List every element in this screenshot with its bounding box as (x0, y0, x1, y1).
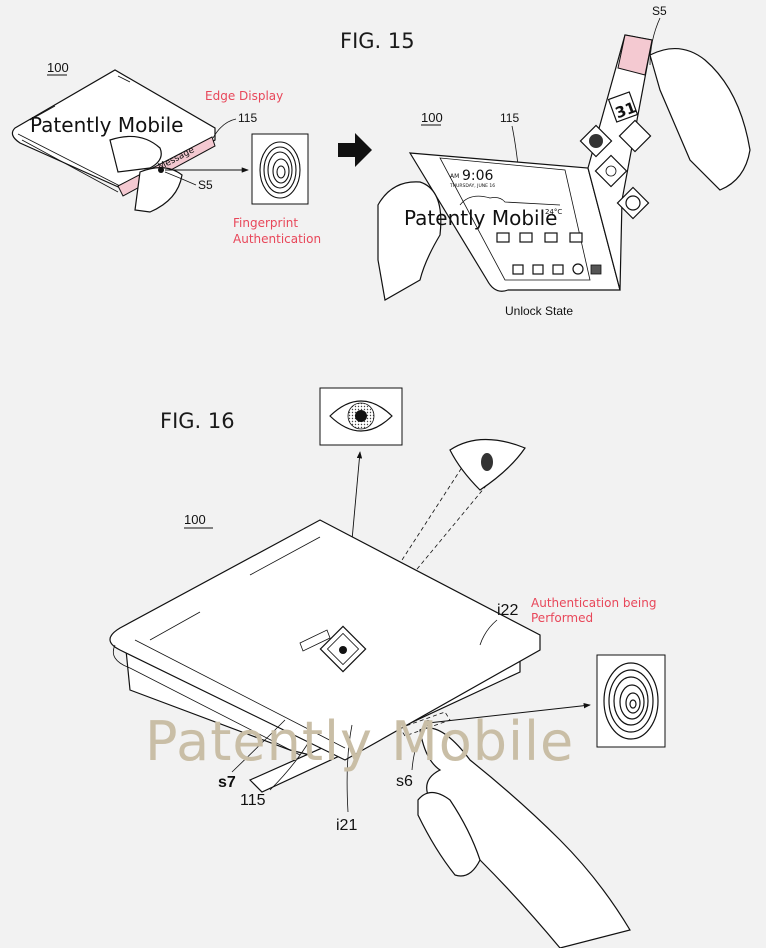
ref-s6: s6 (396, 773, 413, 790)
app-icon-row-1 (496, 232, 583, 243)
ref-115-left: 115 (238, 111, 257, 125)
ref-100-left: 100 (47, 60, 69, 75)
iris-image (319, 387, 403, 446)
app-icon-row-2 (512, 263, 602, 275)
iris-camera-lens (339, 646, 347, 654)
unlock-state-caption: Unlock State (505, 304, 573, 318)
ref-s5-left: S5 (198, 178, 213, 192)
weather-temperature: 24°C (545, 208, 562, 216)
left-hand (377, 181, 442, 301)
hand-lower (134, 167, 183, 213)
fingerprint-sensor-region (399, 711, 451, 737)
fingerprint-arrow (427, 703, 591, 724)
edge-display-label: Edge Display (205, 89, 283, 103)
fingerprint-caption-line1: Fingerprint (233, 216, 298, 230)
fingerprint-image-small (251, 133, 309, 205)
watermark-fig15-right: Patently Mobile (404, 206, 557, 230)
fig15-unfolded-device: 100 115 S5 AM 9:06 THURSDAY, JUNE 16 24°… (377, 4, 751, 318)
fig16: FIG. 16 100 (109, 387, 666, 948)
ref-100-right: 100 (421, 110, 443, 125)
fig15: FIG. 15 100 Message 115 S5 Edge Display (11, 4, 751, 318)
fingerprint-sensor-dot (158, 167, 164, 173)
clock-time: 9:06 (462, 168, 494, 184)
unfolded-right-panel (587, 34, 653, 291)
ref-115-fig16: 115 (240, 792, 266, 809)
fig16-device (109, 519, 541, 793)
home-button-icon (616, 186, 650, 220)
watermark-fig15-left: Patently Mobile (30, 113, 183, 137)
hand-upper (109, 135, 162, 173)
clock-face-icon (589, 134, 603, 148)
auth-status-line2: Performed (531, 611, 593, 625)
ref-i21: i21 (336, 817, 357, 834)
watermark-fig16: Patently Mobile (145, 710, 574, 773)
transition-arrow-icon (338, 133, 372, 167)
ref-s5-right: S5 (652, 4, 667, 18)
ref-115-right: 115 (500, 111, 519, 125)
touch-point (425, 720, 431, 726)
clock-ampm: AM (450, 173, 459, 180)
settings-app-icon (618, 119, 652, 153)
ref-100-fig16: 100 (184, 512, 206, 527)
fig15-title: FIG. 15 (340, 29, 415, 53)
fig16-hand (419, 727, 631, 948)
sun-app-icon (594, 154, 628, 188)
fig15-folded-device: 100 Message 115 S5 Edge Display (11, 60, 321, 246)
unfolded-left-panel (408, 152, 621, 292)
fingerprint-caption-line2: Authentication (233, 232, 321, 246)
ref-i22: i22 (497, 602, 518, 619)
edge-display-strip-right (617, 34, 653, 76)
fig16-finger (417, 791, 481, 877)
right-hand (649, 48, 751, 191)
clock-date: THURSDAY, JUNE 16 (449, 183, 495, 189)
auth-status-line1: Authentication being (531, 596, 656, 610)
fingerprint-image-large (596, 654, 666, 748)
fig16-title: FIG. 16 (160, 409, 235, 433)
ref-s7: s7 (218, 774, 236, 791)
